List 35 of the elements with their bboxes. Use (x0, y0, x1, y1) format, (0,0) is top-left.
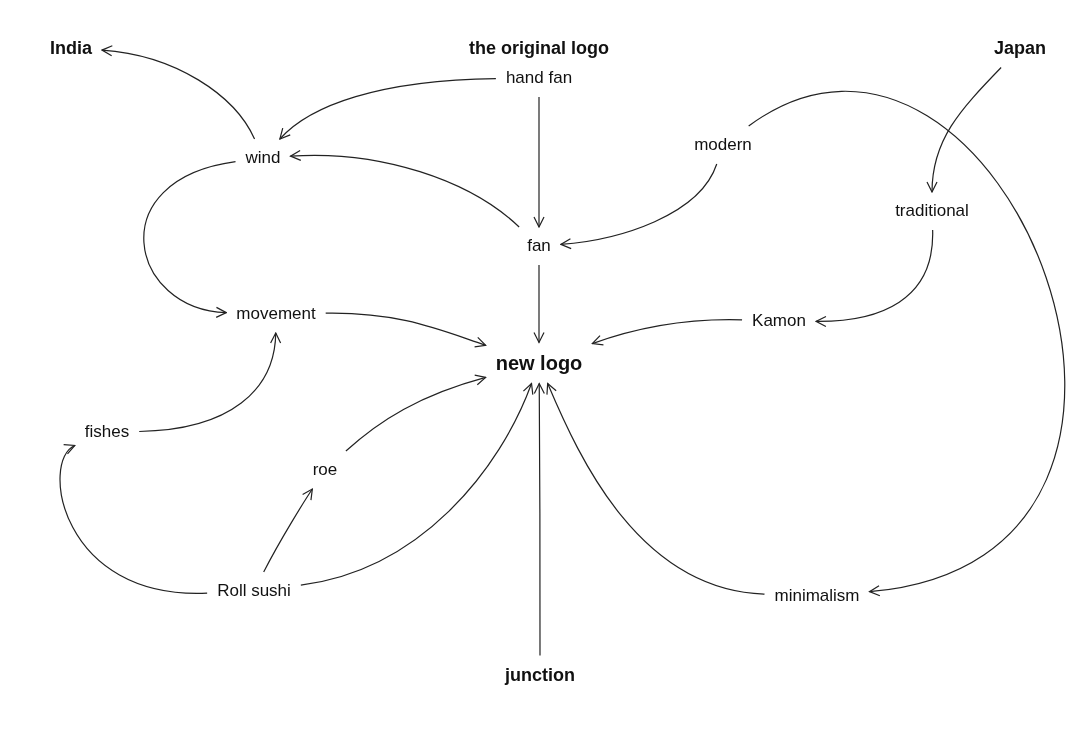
arrow (143, 161, 237, 317)
concept-label: minimalism (774, 586, 860, 606)
concept-label: junction (505, 664, 575, 686)
concept-label: Roll sushi (217, 581, 291, 601)
concept-label: traditional (895, 201, 969, 221)
concept-label: Kamon (752, 311, 806, 331)
concept-label: movement (236, 304, 316, 324)
arrow (300, 382, 533, 586)
arrow (279, 77, 497, 140)
arrow (289, 150, 520, 228)
concept-label: new logo (495, 351, 583, 375)
arrow (546, 382, 766, 595)
arrow (345, 374, 487, 452)
arrow (325, 312, 487, 348)
concept-label: hand fan (505, 68, 573, 88)
arrow (533, 264, 545, 344)
concept-label: fishes (84, 422, 130, 442)
arrow (533, 382, 545, 657)
arrow (59, 444, 208, 594)
arrow (138, 332, 281, 433)
arrow (748, 93, 1064, 595)
arrow (591, 319, 743, 346)
arrow (263, 488, 313, 573)
concept-label: Japan (994, 37, 1046, 59)
concept-label: wind (245, 148, 281, 168)
arrow (926, 66, 1002, 193)
concept-label: roe (312, 460, 338, 480)
arrow (533, 96, 545, 228)
concept-label: fan (527, 236, 551, 256)
concept-label: modern (694, 135, 752, 155)
arrow (101, 45, 256, 140)
concept-label: India (50, 37, 92, 59)
concept-label: the original logo (469, 37, 609, 59)
arrow (815, 229, 934, 327)
arrow (560, 163, 718, 249)
